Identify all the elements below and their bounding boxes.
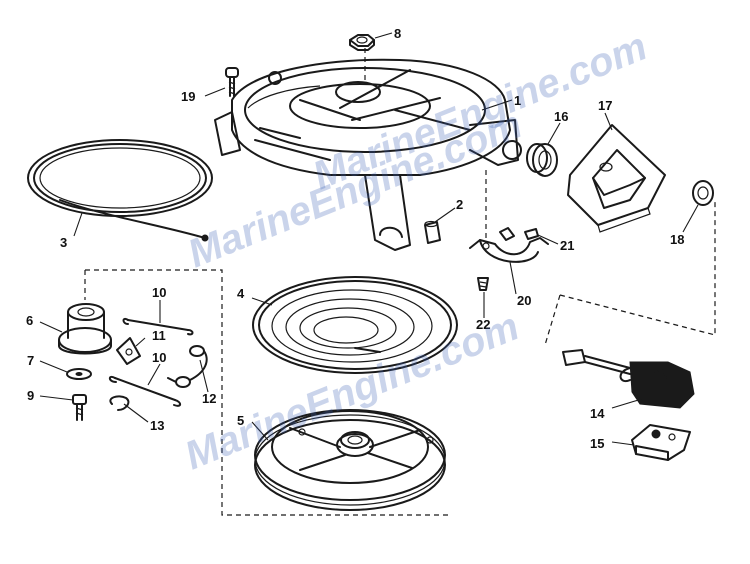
callout-10-upper: 10 — [152, 285, 166, 300]
starter-housing — [214, 58, 522, 251]
clamp — [469, 227, 549, 263]
pin — [424, 220, 441, 244]
callout-6: 6 — [26, 313, 33, 328]
callout-8: 8 — [394, 26, 401, 41]
callout-13: 13 — [150, 418, 164, 433]
callout-22: 22 — [476, 317, 490, 332]
hub-screw — [72, 394, 87, 421]
pawl — [116, 337, 141, 365]
callout-3: 3 — [60, 235, 67, 250]
callout-1: 1 — [514, 93, 521, 108]
assembly-lines — [84, 48, 716, 516]
callout-16: 16 — [554, 109, 568, 124]
washer — [692, 180, 714, 206]
pawl-hub — [58, 303, 112, 355]
callout-18: 18 — [670, 232, 684, 247]
callout-7: 7 — [27, 353, 34, 368]
callout-21: 21 — [560, 238, 574, 253]
watermark-bottom: MarineEngine.com — [179, 304, 525, 478]
nut — [349, 34, 375, 51]
retainer-ring — [109, 395, 130, 411]
callout-19: 19 — [181, 89, 195, 104]
housing-screw — [225, 67, 239, 97]
callout-11: 11 — [152, 328, 166, 343]
callout-4: 4 — [237, 286, 245, 301]
callout-9: 9 — [27, 388, 34, 403]
rope-anchor — [631, 424, 691, 461]
rope-pulley — [254, 409, 446, 511]
callout-5: 5 — [237, 413, 244, 428]
leader-lines — [39, 32, 699, 446]
callout-15: 15 — [590, 436, 604, 451]
callout-10-lower: 10 — [152, 350, 166, 365]
rewind-spring — [252, 276, 458, 374]
small-washer — [66, 368, 92, 380]
bushing — [526, 143, 558, 177]
callout-17: 17 — [598, 98, 612, 113]
callout-2: 2 — [456, 197, 463, 212]
callout-14: 14 — [590, 406, 605, 421]
callout-numbers: 1 2 3 4 5 6 7 8 9 10 10 11 12 13 14 15 1… — [26, 26, 684, 451]
pawl-spring — [167, 345, 208, 388]
callout-12: 12 — [202, 391, 216, 406]
link-spring — [122, 317, 194, 336]
starter-rope — [27, 139, 213, 242]
clip — [524, 228, 539, 240]
link-spring-lower — [108, 375, 182, 407]
callout-20: 20 — [517, 293, 531, 308]
clamp-screw — [477, 277, 489, 291]
starter-handle — [562, 349, 695, 409]
rope-guide — [567, 124, 666, 233]
